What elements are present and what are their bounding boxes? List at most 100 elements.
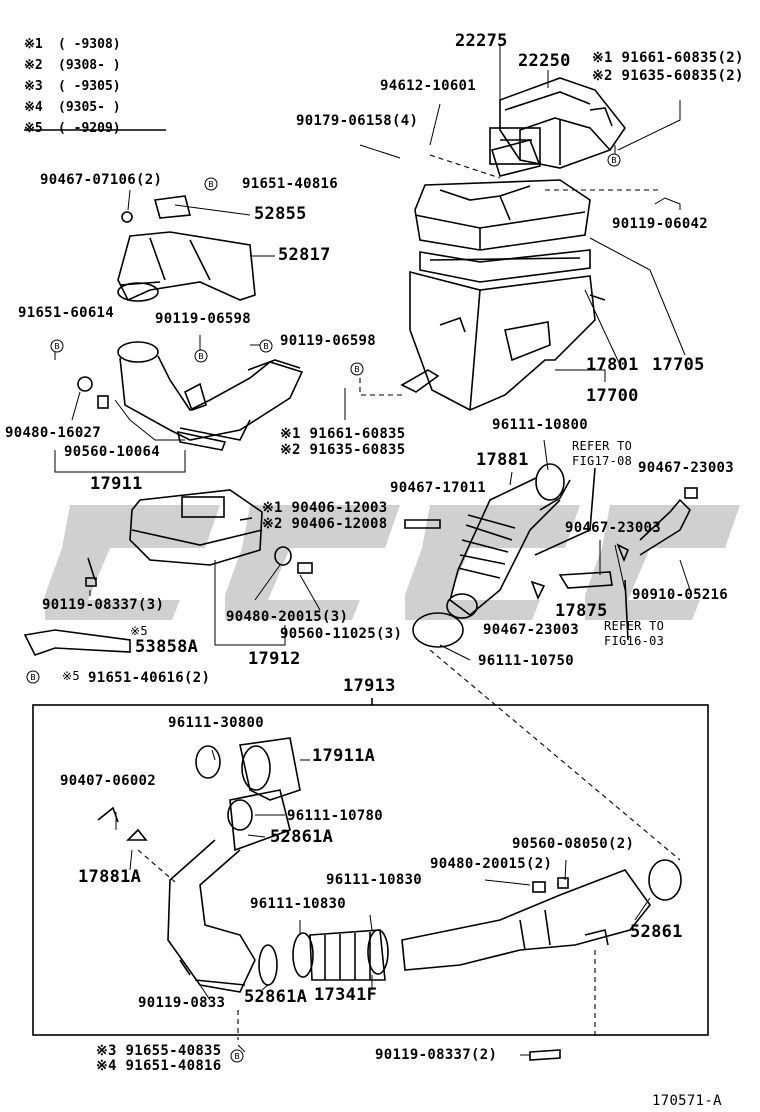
part-label[interactable]: 17875 [555,601,608,621]
bracket-52855 [153,195,192,219]
gasket [490,139,542,177]
clamp-96111-10830-b [367,929,389,975]
part-label[interactable]: 52861A [270,827,334,847]
air-cleaner-cap [414,179,591,251]
part-label[interactable]: 17881 [476,450,529,470]
part-label[interactable]: 90560-10064 [64,444,161,460]
bolt-90406 [404,519,441,529]
part-label[interactable]: 90480-16027 [5,425,102,441]
part-label[interactable]: 90480-20015(3) [226,609,349,625]
clamp-a [258,944,278,986]
part-label[interactable]: 94612-10601 [380,78,477,94]
part-label[interactable]: 96111-10750 [478,653,575,669]
part-label[interactable]: 52861 [630,922,683,942]
duct-52817 [117,231,256,302]
part-label[interactable]: 90467-23003 [638,460,735,476]
part-label[interactable]: 53858A [135,637,199,657]
part-label[interactable]: 17881A [78,867,142,887]
part-label[interactable]: 91651-40816 [242,176,339,192]
assembly-box-17913 [32,704,709,1036]
bolt [87,557,96,581]
clamp-96111-10780 [227,799,253,831]
part-label[interactable]: 96111-10830 [250,896,347,912]
refer-note: FIG16-03 [604,634,665,648]
clamp-96111-10750 [412,612,464,648]
part-label[interactable]: ※2 90406-12008 [262,516,388,532]
hose-17911a [239,737,301,801]
part-label[interactable]: 52861A [244,987,308,1007]
part-label[interactable]: 17341F [314,985,378,1005]
refer-note: FIG17-08 [572,454,633,468]
clip-90467 [121,211,133,223]
legend-row: ※4(9305- ) [24,100,121,115]
part-label[interactable]: 17705 [652,355,705,375]
air-cleaner-element [419,249,591,283]
part-label[interactable]: 96111-10800 [492,417,589,433]
part-label[interactable]: ※1 91661-60835(2) [592,50,744,66]
part-label[interactable]: 22275 [455,31,508,51]
part-label[interactable]: 90560-11025(3) [280,626,403,642]
resonator-17912 [129,489,263,566]
part-label[interactable]: 90119-06598 [155,311,252,327]
part-label[interactable]: 90480-20015(2) [430,856,553,872]
date-legend: ※1( -9308) ※2(9308- ) ※3( -9305) ※4(9305… [24,34,121,139]
part-label[interactable]: 17700 [586,386,639,406]
part-label[interactable]: 17912 [248,649,301,669]
part-label[interactable]: 91651-60614 [18,305,115,321]
hose-90910 [639,498,691,556]
collar-3 [297,562,313,574]
clamp-96111-10830-a [292,932,314,978]
hose-17881 [446,463,565,619]
part-label[interactable]: 90119-08337(3) [42,597,165,613]
part-label[interactable]: 90560-08050(2) [512,836,635,852]
part-label[interactable]: 90119-06042 [612,216,709,232]
part-label[interactable]: ※4 91651-40816 [96,1058,222,1074]
figure-number: 170571-A [652,1093,722,1109]
part-label[interactable]: 17913 [343,676,396,696]
part-label[interactable]: 17911A [312,746,376,766]
part-label[interactable]: 91651-40616(2) [88,670,211,686]
watermark-logo [45,505,740,620]
part-label[interactable]: 90119-0833 [138,995,226,1011]
part-label[interactable]: 22250 [518,51,571,71]
part-label[interactable]: ※1 91661-60835 [280,426,406,442]
part-label[interactable]: 90467-17011 [390,480,487,496]
air-cleaner-case [409,270,606,411]
part-label[interactable]: 17911 [90,474,143,494]
refer-note: REFER TO [604,619,665,633]
part-label[interactable]: 90179-06158(4) [296,113,419,129]
part-label[interactable]: 52817 [278,245,331,265]
clip-17881a [126,828,148,841]
part-label[interactable]: ※1 90406-12003 [262,500,388,516]
bolt-90119 [179,959,191,976]
intake-17911 [117,341,304,451]
tube-52861 [401,859,682,971]
collar [97,395,109,409]
part-label[interactable]: 96111-10830 [326,872,423,888]
part-label[interactable]: ※2 91635-60835 [280,442,406,458]
part-label[interactable]: 90467-23003 [565,520,662,536]
grommet-3 [274,546,292,566]
bolt-90119-08337 [529,1049,561,1061]
part-label[interactable]: 90467-07106(2) [40,172,163,188]
part-label[interactable]: 90467-23003 [483,622,580,638]
bracket [400,369,440,393]
part-label[interactable]: 90119-08337(2) [375,1047,498,1063]
clamp-96111-30800 [195,745,221,779]
part-label[interactable]: 52855 [254,204,307,224]
part-label[interactable]: 17801 [586,355,639,375]
part-label[interactable]: 96111-10780 [287,808,384,824]
legend-row: ※5( -9209) [24,121,121,136]
part-label[interactable]: 90119-06598 [280,333,377,349]
note-marker: ※5 [62,669,80,683]
intake-tube [167,839,256,993]
note-marker: ※5 [130,624,148,638]
part-label[interactable]: 90407-06002 [60,773,157,789]
part-label[interactable]: 96111-30800 [168,715,265,731]
part-label[interactable]: ※3 91655-40835 [96,1043,222,1059]
part-label[interactable]: 90910-05216 [632,587,729,603]
part-label[interactable]: ※2 91635-60835(2) [592,68,744,84]
grommet-90480 [532,881,546,893]
